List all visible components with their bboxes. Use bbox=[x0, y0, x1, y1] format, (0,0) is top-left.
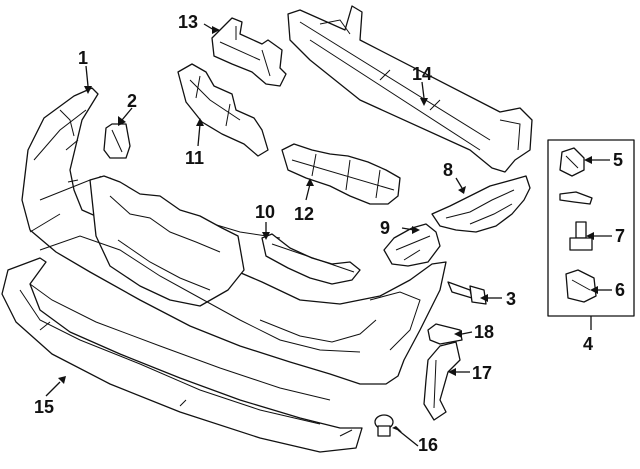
clip-bracket-part bbox=[103, 123, 131, 159]
fog-bracket-part bbox=[383, 223, 441, 267]
callout-2: 2 bbox=[127, 91, 137, 111]
callout-5: 5 bbox=[613, 150, 623, 170]
callout-18: 18 bbox=[474, 322, 494, 342]
callout-16: 16 bbox=[418, 435, 438, 455]
bumper-cover-part bbox=[21, 87, 447, 385]
callout-8: 8 bbox=[443, 160, 453, 180]
upper-bracket-part bbox=[211, 17, 287, 87]
bolt-part bbox=[447, 281, 487, 305]
side-bracket-part bbox=[177, 63, 269, 157]
clip-strip-part bbox=[559, 191, 593, 205]
clip-nut-part bbox=[559, 147, 585, 177]
callout-9: 9 bbox=[380, 218, 390, 238]
callout-12: 12 bbox=[294, 204, 314, 224]
callout-4: 4 bbox=[583, 334, 593, 354]
small-clip-part bbox=[427, 323, 463, 345]
corner-bracket-part bbox=[423, 341, 461, 421]
screw-part bbox=[569, 221, 593, 251]
callout-15: 15 bbox=[34, 397, 54, 417]
callout-13: 13 bbox=[178, 12, 198, 32]
callout-1: 1 bbox=[78, 48, 88, 68]
side-trim-part bbox=[431, 175, 531, 233]
clip-part bbox=[565, 269, 597, 303]
impact-beam-part bbox=[287, 5, 533, 173]
callout-10: 10 bbox=[255, 202, 275, 222]
callout-7: 7 bbox=[615, 226, 625, 246]
callout-14: 14 bbox=[412, 64, 432, 84]
leader-lines bbox=[45, 23, 612, 447]
lower-absorber-part bbox=[281, 143, 401, 205]
retainer-strip-part bbox=[261, 233, 361, 285]
callout-11: 11 bbox=[185, 148, 204, 168]
callout-6: 6 bbox=[615, 280, 625, 300]
callout-17: 17 bbox=[472, 363, 492, 383]
lower-valance-part bbox=[1, 257, 363, 453]
push-clip-part bbox=[374, 414, 394, 437]
callout-3: 3 bbox=[506, 289, 516, 309]
